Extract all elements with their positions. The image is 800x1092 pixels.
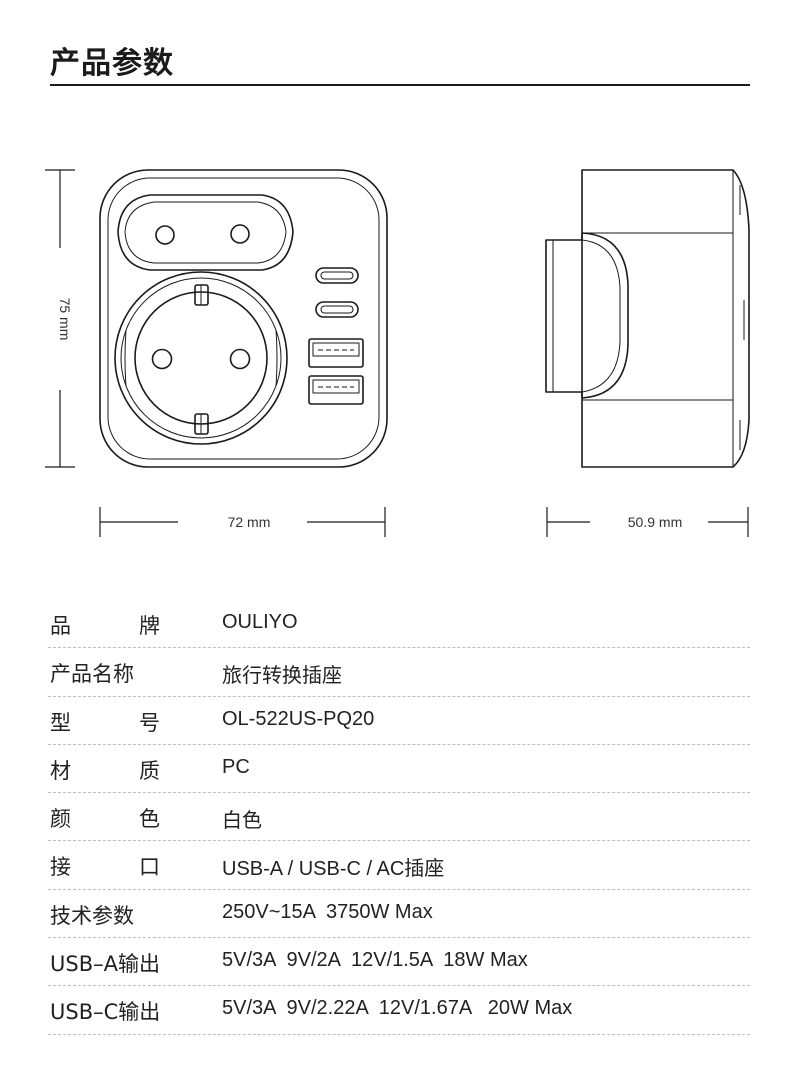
side-body-outline <box>581 169 750 468</box>
side-plug-protrusion <box>545 232 629 399</box>
spec-value: OULIYO <box>222 611 298 633</box>
usb-c-port-2 <box>315 301 359 318</box>
spec-label: 产品名称 <box>50 662 134 687</box>
spec-value: 旅行转换插座 <box>222 665 342 688</box>
spec-label: 品牌 <box>50 610 160 640</box>
spec-row-interface: 接口 USB-A / USB-C / AC插座 <box>48 841 750 890</box>
pin-hole-left <box>155 225 175 245</box>
spec-label-char: 接 <box>50 855 71 880</box>
spec-row-brand: 品牌 OULIYO <box>48 600 750 649</box>
spec-row-usb-c-output: USB–C输出 5V/3A 9V/2.22A 12V/1.67A 20W Max <box>48 986 750 1035</box>
front-body-outline <box>99 169 388 468</box>
spec-label-char: 型 <box>50 710 71 735</box>
spec-value: 5V/3A 9V/2.22A 12V/1.67A 20W Max <box>222 997 573 1020</box>
title-divider <box>50 84 750 86</box>
schuko-socket-inner <box>134 291 268 425</box>
spec-value: 白色 <box>222 810 262 833</box>
spec-value: 250V~15A 3750W Max <box>222 900 433 923</box>
spec-label: 型号 <box>50 707 160 737</box>
dimension-lines <box>45 169 749 537</box>
spec-row-color: 颜色 白色 <box>48 793 750 842</box>
height-dimension-label: 75 mm <box>57 298 73 341</box>
spec-row-product-name: 产品名称 旅行转换插座 <box>48 648 750 697</box>
spec-label-char: 颜 <box>50 807 71 832</box>
front-view <box>99 169 388 468</box>
spec-label: USB–A输出 <box>50 952 160 977</box>
spec-value: OL-522US-PQ20 <box>222 707 375 730</box>
spec-value: USB-A / USB-C / AC插座 <box>222 858 445 881</box>
schuko-pin-left <box>151 348 173 370</box>
spec-label: 技术参数 <box>50 903 134 928</box>
spec-label: USB–C输出 <box>50 1000 161 1025</box>
product-dimension-drawing: 75 mm 72 mm 50.9 mm <box>45 169 750 537</box>
spec-label-char: 牌 <box>139 614 160 638</box>
front-body-inner <box>107 177 380 460</box>
spec-label-char: 材 <box>50 758 71 783</box>
spec-label: 材质 <box>50 755 160 785</box>
spec-label-char: 口 <box>139 855 160 880</box>
pin-hole-right <box>230 224 250 244</box>
width-dimension-label: 72 mm <box>228 514 271 530</box>
schuko-socket-outer <box>114 271 288 445</box>
spec-table: 品牌 OULIYO 产品名称 旅行转换插座 型号 OL-522US-PQ20 材… <box>48 600 750 1035</box>
spec-value: 5V/3A 9V/2A 12V/1.5A 18W Max <box>222 949 528 972</box>
spec-row-material: 材质 PC <box>48 745 750 794</box>
spec-row-technical: 技术参数 250V~15A 3750W Max <box>48 890 750 939</box>
two-pin-socket-outline <box>117 194 294 271</box>
spec-label: 颜色 <box>50 803 160 833</box>
spec-row-model: 型号 OL-522US-PQ20 <box>48 697 750 745</box>
spec-value: PC <box>222 755 250 778</box>
page-title: 产品参数 <box>50 46 174 81</box>
depth-dimension-label: 50.9 mm <box>628 514 682 530</box>
spec-label-char: 品 <box>50 614 71 638</box>
side-view <box>545 169 750 468</box>
spec-label-char: 号 <box>139 710 160 735</box>
usb-c-port-1 <box>315 267 359 284</box>
spec-label-char: 质 <box>139 758 160 783</box>
usb-a-port-2 <box>308 375 364 405</box>
spec-label: 接口 <box>50 851 160 881</box>
spec-label-char: 色 <box>139 807 160 832</box>
schuko-pin-right <box>229 348 251 370</box>
spec-row-usb-a-output: USB–A输出 5V/3A 9V/2A 12V/1.5A 18W Max <box>48 938 750 987</box>
usb-a-port-1 <box>308 338 364 368</box>
